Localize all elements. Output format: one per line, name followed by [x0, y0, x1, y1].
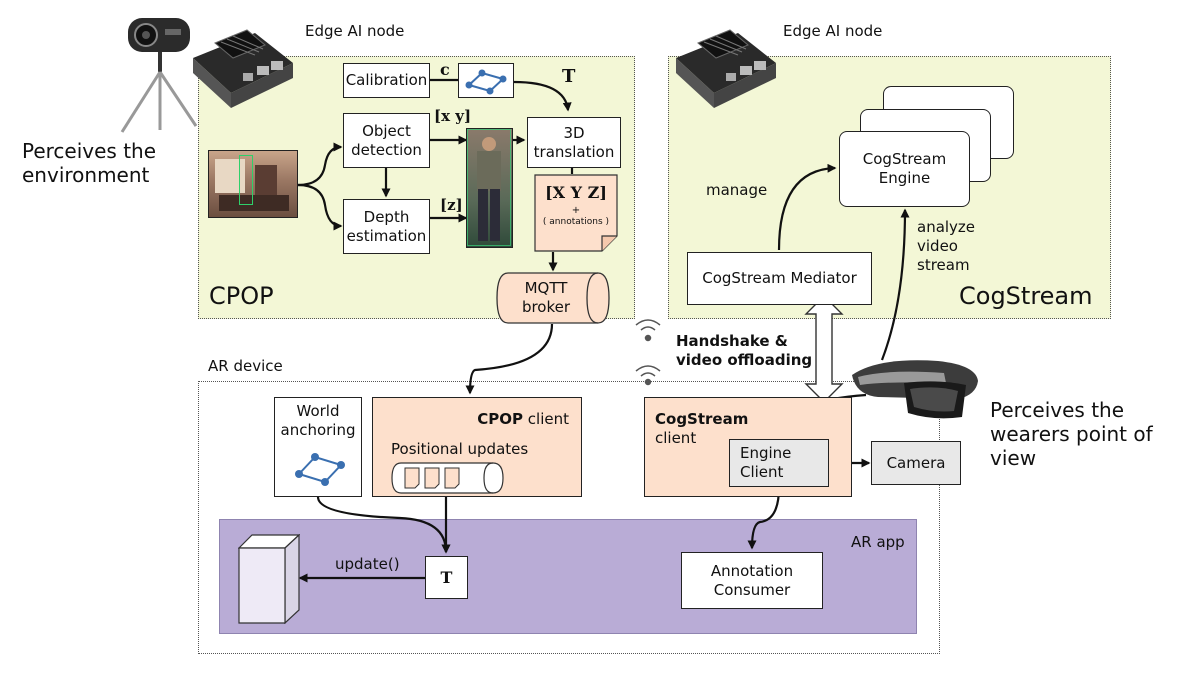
edge-device-left-icon: [193, 29, 293, 108]
camera-box: Camera: [871, 441, 961, 485]
analyze-label: analyze video stream: [917, 218, 976, 274]
webcam-tripod-icon: [120, 18, 198, 133]
depth-estimation-box: Depth estimation: [343, 199, 430, 254]
cpop-client-title-rest: client: [523, 410, 569, 428]
transform-T-box: T: [425, 556, 468, 599]
positional-updates-queue: [391, 462, 504, 494]
transform-T-label: T: [562, 66, 576, 87]
plus-label: +: [571, 205, 581, 216]
calibration-graph-box: [458, 63, 514, 98]
world-anchoring-label: World anchoring: [280, 402, 356, 439]
calibration-c-label: c: [440, 60, 450, 79]
z-label: [z]: [440, 196, 463, 214]
calibration-box: Calibration: [343, 63, 430, 98]
positional-updates-label: Positional updates: [391, 440, 529, 458]
cogstream-engine-box: CogStream Engine: [839, 131, 970, 207]
mqtt-broker-label: MQTT broker: [521, 279, 571, 316]
update-label: update(): [335, 555, 400, 573]
cogstream-title: CogStream: [959, 282, 1093, 310]
cogstream-client-title-rest: client: [655, 429, 697, 447]
3d-translation-box: 3D translation: [527, 117, 621, 168]
xyz-annotations-doc: [X Y Z] + ( annotations ): [534, 174, 618, 252]
edge-device-right-icon: [676, 29, 776, 108]
ar-device-region: [198, 381, 940, 654]
virtual-object-cube-icon: [238, 534, 300, 624]
mqtt-broker-cylinder: MQTT broker: [496, 272, 610, 324]
camera-frame-photo: [208, 150, 298, 218]
engine-client-box: Engine Client: [729, 439, 829, 487]
world-anchoring-box: World anchoring: [274, 397, 362, 497]
handshake-label: Handshake & video offloading: [676, 332, 813, 369]
cpop-client-box: CPOP client Positional updates: [372, 397, 582, 497]
ar-app-label: AR app: [851, 533, 905, 551]
manage-label: manage: [706, 181, 768, 199]
edge-node-right-label: Edge AI node: [783, 22, 883, 40]
xyz-label: [X Y Z]: [545, 183, 607, 202]
xy-label: [x y]: [434, 107, 472, 125]
cogstream-mediator-box: CogStream Mediator: [687, 252, 872, 305]
cpop-client-title: CPOP client: [373, 410, 569, 428]
detected-person-photo: [466, 128, 513, 248]
edge-node-left-label: Edge AI node: [305, 22, 405, 40]
calibration-graph-icon: [465, 69, 507, 94]
ar-device-label: AR device: [208, 357, 283, 375]
hololens-headset-icon: [852, 360, 978, 419]
cogstream-client-title-bold: CogStream: [655, 410, 749, 428]
perceives-environment-label: Perceives the environment: [22, 139, 157, 187]
cpop-client-title-bold: CPOP: [477, 410, 524, 428]
object-detection-box: Object detection: [343, 113, 430, 168]
annotation-consumer-box: Annotation Consumer: [681, 552, 823, 609]
world-anchoring-graph-icon: [295, 453, 345, 486]
annotations-label: ( annotations ): [542, 217, 610, 227]
cpop-title: CPOP: [209, 282, 274, 310]
perceives-wearer-label: Perceives the wearers point of view: [990, 398, 1153, 470]
